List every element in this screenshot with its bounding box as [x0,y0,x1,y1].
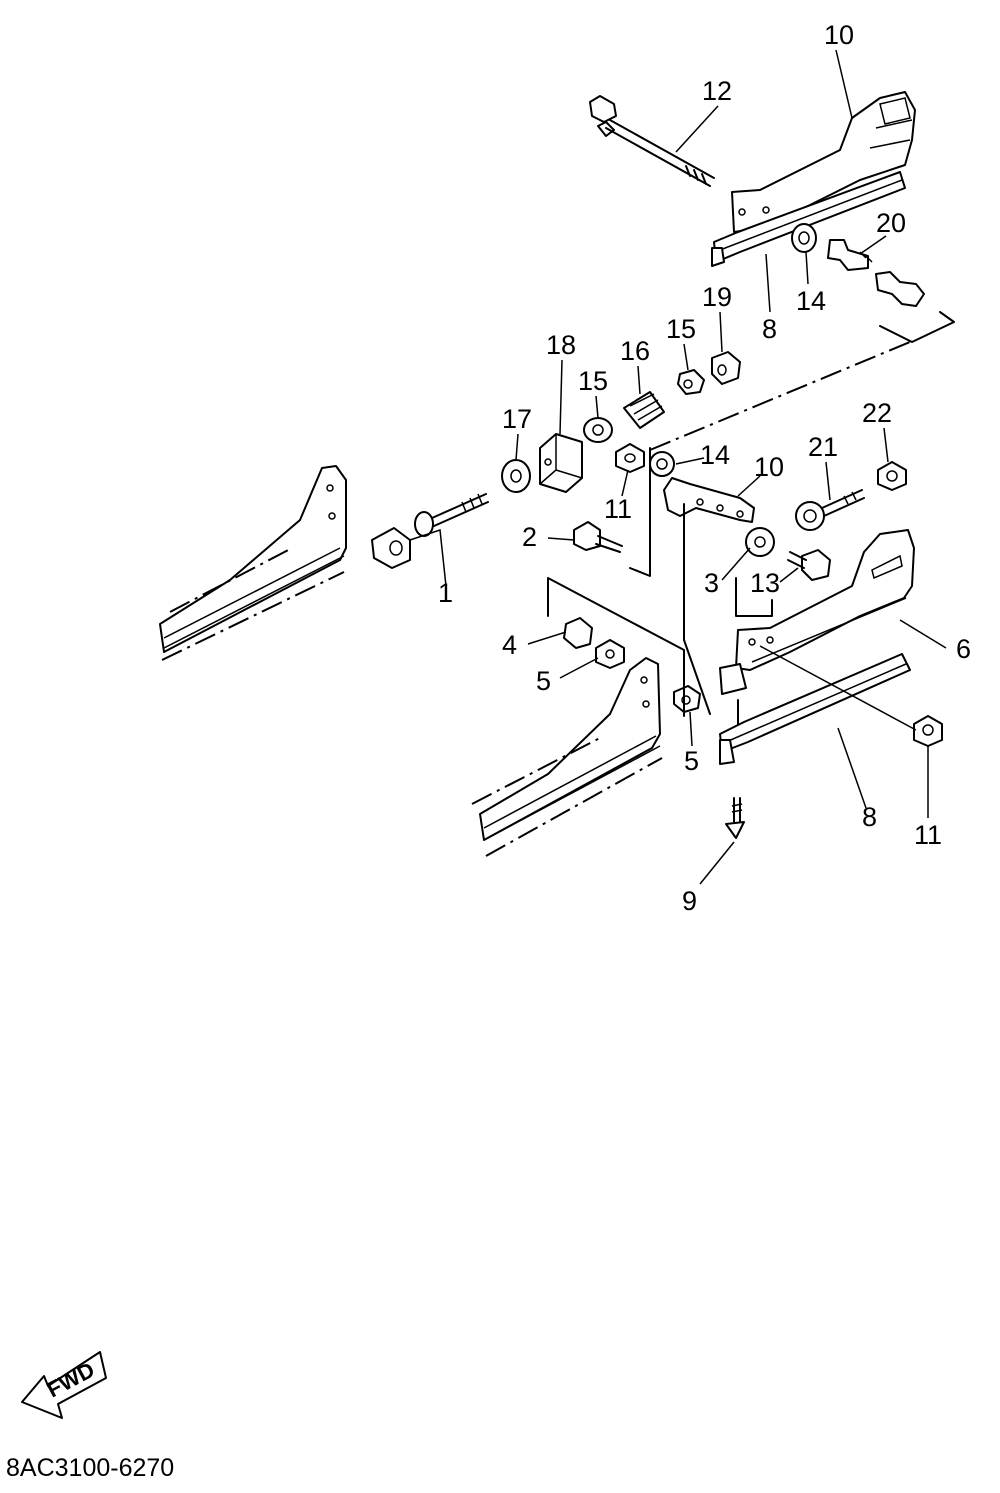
collar-part-17 [501,459,531,493]
callout-17: 17 [502,404,532,434]
callout-10: 10 [754,452,784,482]
callout-16: 16 [620,336,650,366]
lower-right-bracket-part-6 [719,529,915,695]
lever-part-10 [663,477,755,523]
nut-part-5-lower [673,685,701,713]
collar-part-4 [563,617,593,649]
forward-arrow-icon: FWD [21,1351,107,1419]
bolt-part-21 [795,489,865,531]
left-rail-assembly [159,465,347,661]
nut-part-11-upper [615,443,645,473]
bushing-part-15-lower [583,417,613,443]
callout-19: 19 [702,282,732,312]
callout-2: 2 [522,522,537,552]
callout-14-upper: 14 [796,286,826,316]
lower-left-rail-assembly [471,657,663,857]
callout-12: 12 [702,76,732,106]
block-part-18 [539,433,583,493]
leader-lines [409,49,947,885]
nut-part-11-lower [913,715,943,747]
callout-7: 10 [824,20,854,50]
screw-part-9 [725,797,745,839]
callout-15-upper: 15 [666,314,696,344]
callout-13: 13 [750,568,780,598]
nut-part-22 [877,461,907,491]
callout-5-lower: 5 [684,746,699,776]
callout-1: 1 [438,578,453,608]
callout-4: 4 [502,630,517,660]
drawing-code: 8AC3100-6270 [6,1454,174,1482]
callout-5-upper: 5 [536,666,551,696]
guide-lines [547,311,955,731]
callout-15-lower: 15 [578,366,608,396]
bushing-part-15-upper [677,369,705,395]
callout-22: 22 [862,398,892,428]
nut-part-5-upper [595,639,625,669]
spring-part-16 [623,391,665,429]
callout-3: 3 [704,568,719,598]
callout-8-upper: 8 [762,314,777,344]
bolt-part-20 [827,239,925,307]
callout-21: 21 [808,432,838,462]
upper-rail-assembly [711,91,916,267]
bushing-part-3 [745,527,775,557]
washer-part-14-upper [791,223,817,253]
washer-part-14-lower [649,451,675,477]
callout-14-lower: 14 [700,440,730,470]
lower-right-rail-part-8 [719,653,911,765]
callout-6: 6 [956,634,971,664]
callout-18: 18 [546,330,576,360]
bolt-part-1 [371,493,489,569]
nut-part-19 [711,351,741,385]
callout-20: 20 [876,208,906,238]
callout-11-upper: 11 [604,494,632,524]
bolt-part-13 [787,549,831,581]
callout-9: 9 [682,886,697,916]
bolt-part-12 [589,95,715,187]
callout-labels: 10 12 20 14 8 19 15 16 18 15 17 22 14 10… [438,20,971,916]
bolt-part-2 [573,521,623,553]
callout-11-lower: 11 [914,820,942,850]
callout-8-lower: 8 [862,802,877,832]
